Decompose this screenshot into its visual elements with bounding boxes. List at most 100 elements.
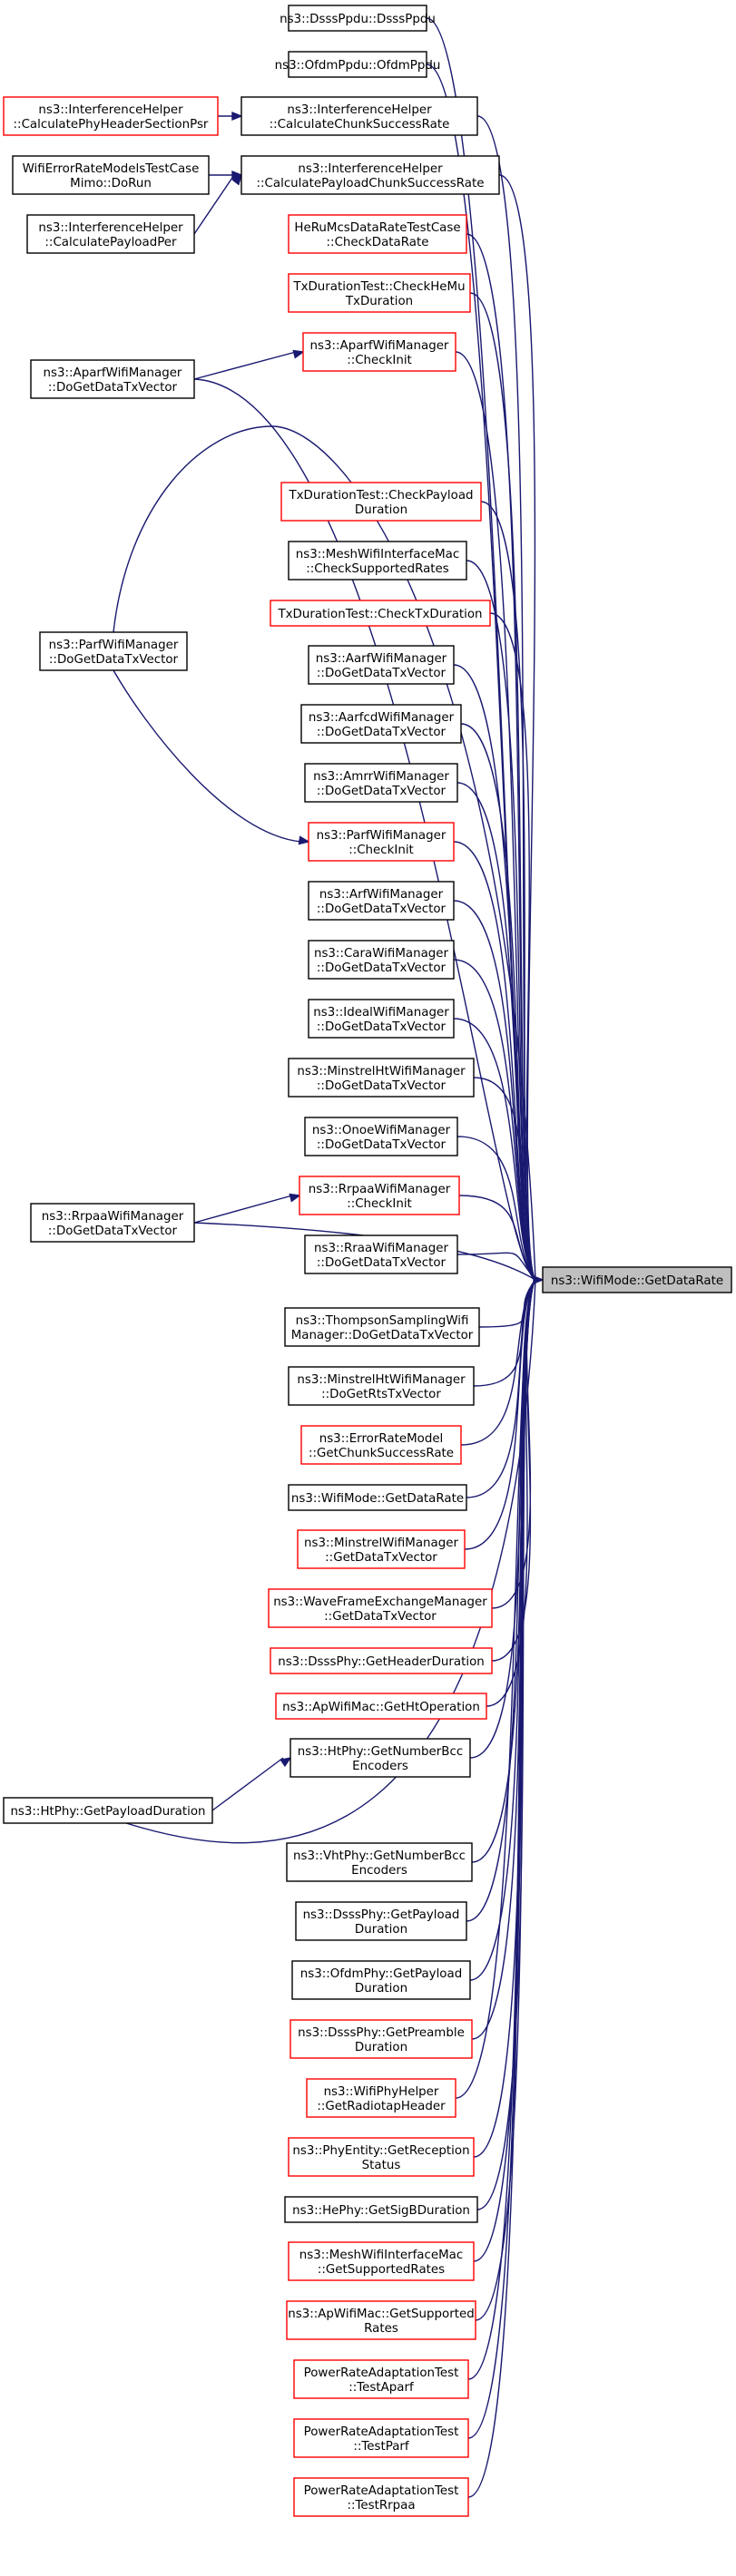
node-label: Duration: [355, 1982, 407, 1995]
node-box: [297, 1529, 466, 1569]
node-hephy-sigb[interactable]: ns3::HePhy::GetSigBDuration: [284, 2196, 478, 2223]
node-box: [300, 1425, 462, 1465]
node-thompson[interactable]: ns3::ThompsonSamplingWifiManager::DoGetD…: [284, 1307, 480, 1347]
node-box: [308, 940, 455, 980]
node-label: ns3::HePhy::GetSigBDuration: [292, 2204, 470, 2218]
node-prat-rrpaa[interactable]: PowerRateAdaptationTest::TestRrpaa: [293, 2477, 469, 2517]
node-label: PowerRateAdaptationTest: [304, 2366, 459, 2380]
node-label: ns3::MinstrelWifiManager: [304, 1537, 458, 1550]
node-label: ns3::DsssPhy::GetPayload: [303, 1908, 460, 1922]
node-label: ::DoGetDataTxVector: [317, 1020, 447, 1034]
node-box: [304, 763, 458, 803]
node-ih-chunk[interactable]: ns3::InterferenceHelper::CalculateChunkS…: [240, 96, 478, 136]
node-ap-htop[interactable]: ns3::ApWifiMac::GetHtOperation: [275, 1693, 487, 1720]
node-dsss-ppdu[interactable]: ns3::DsssPpdu::DsssPpdu: [280, 5, 436, 32]
node-label: ns3::PhyEntity::GetReception: [292, 2144, 469, 2158]
edge-ap_htop: [486, 1279, 536, 1707]
node-label: ::DoGetDataTxVector: [48, 381, 178, 395]
node-aparf-dogetdata[interactable]: ns3::AparfWifiManager::DoGetDataTxVector: [30, 359, 195, 399]
node-label: ::CheckInit: [347, 1197, 412, 1211]
node-onoe-dogetdata[interactable]: ns3::OnoeWifiManager::DoGetDataTxVector: [304, 1117, 458, 1156]
edge-aparf-checkinit-arrow: [292, 349, 305, 359]
node-label: PowerRateAdaptationTest: [304, 2425, 459, 2439]
node-txdur-check[interactable]: TxDurationTest::CheckTxDuration: [270, 600, 491, 627]
node-ofdm-ppdu[interactable]: ns3::OfdmPpdu::OfdmPpdu: [275, 51, 441, 78]
call-edges: [113, 17, 545, 2498]
node-radiotap[interactable]: ns3::WifiPhyHelper::GetRadiotapHeader: [306, 2078, 456, 2118]
node-prat-parf[interactable]: PowerRateAdaptationTest::TestParf: [293, 2418, 469, 2458]
node-mesh-getsupported[interactable]: ns3::MeshWifiInterfaceMac::GetSupportedR…: [288, 2241, 475, 2281]
node-box: [293, 2477, 469, 2517]
node-label: TxDurationTest::CheckHeMu: [292, 280, 465, 294]
node-label: Mimo::DoRun: [70, 177, 152, 190]
node-minstrel-getdata[interactable]: ns3::MinstrelWifiManager::GetDataTxVecto…: [297, 1529, 466, 1569]
node-box: [268, 1588, 493, 1628]
node-ih-payloadper[interactable]: ns3::InterferenceHelper::CalculatePayloa…: [26, 214, 195, 254]
node-rrpaa-dogetdata[interactable]: ns3::RrpaaWifiManager::DoGetDataTxVector: [30, 1203, 195, 1243]
node-box: [286, 1842, 473, 1882]
node-box: [308, 999, 455, 1039]
node-parf-checkinit[interactable]: ns3::ParfWifiManager::CheckInit: [308, 822, 455, 862]
edge-rrpaa-checkinit: [193, 1195, 293, 1224]
node-parf-dogetdata[interactable]: ns3::ParfWifiManager::DoGetDataTxVector: [39, 631, 188, 671]
node-label: ::DoGetDataTxVector: [317, 667, 447, 680]
node-aarfcd-dogetdata[interactable]: ns3::AarfcdWifiManager::DoGetDataTxVecto…: [300, 704, 462, 744]
node-ofdm-payload[interactable]: ns3::OfdmPhy::GetPayloadDuration: [291, 1960, 471, 2000]
edge-txdur_check: [489, 612, 536, 1281]
node-label: ::GetRadiotapHeader: [317, 2100, 446, 2113]
node-box: [542, 1266, 732, 1293]
edge-ih_payload_chunk: [498, 174, 536, 1281]
node-label: ns3::AmrrWifiManager: [313, 770, 449, 784]
node-dsss-header[interactable]: ns3::DsssPhy::GetHeaderDuration: [270, 1647, 493, 1674]
node-label: ns3::OfdmPhy::GetPayload: [300, 1967, 462, 1981]
node-box: [288, 1484, 467, 1511]
node-dsss-payload[interactable]: ns3::DsssPhy::GetPayloadDuration: [295, 1901, 467, 1941]
node-label: ::GetDataTxVector: [325, 1551, 437, 1565]
node-target[interactable]: ns3::WifiMode::GetDataRate: [542, 1266, 732, 1293]
node-label: WifiErrorRateModelsTestCase: [23, 162, 200, 176]
node-ideal-dogetdata[interactable]: ns3::IdealWifiManager::DoGetDataTxVector: [308, 999, 455, 1039]
node-wave-getdata[interactable]: ns3::WaveFrameExchangeManager::GetDataTx…: [268, 1588, 493, 1628]
node-errmodel-chunk[interactable]: ns3::ErrorRateModel::GetChunkSuccessRate: [300, 1425, 462, 1465]
node-herumcs[interactable]: HeRuMcsDataRateTestCase::CheckDataRate: [288, 214, 467, 254]
node-amrr-dogetdata[interactable]: ns3::AmrrWifiManager::DoGetDataTxVector: [304, 763, 458, 803]
node-label: PowerRateAdaptationTest: [304, 2484, 459, 2498]
node-wifimode-getdatarate[interactable]: ns3::WifiMode::GetDataRate: [288, 1484, 467, 1511]
node-label: Status: [362, 2159, 401, 2172]
node-ih-payload-chunk[interactable]: ns3::InterferenceHelper::CalculatePayloa…: [240, 155, 500, 195]
node-label: ns3::WifiMode::GetDataRate: [551, 1274, 723, 1288]
node-minstrelht-rts[interactable]: ns3::MinstrelHtWifiManager::DoGetRtsTxVe…: [288, 1366, 475, 1406]
node-box: [295, 1901, 467, 1941]
node-cara-dogetdata[interactable]: ns3::CaraWifiManager::DoGetDataTxVector: [308, 940, 455, 980]
edge-rraa_dogetdata: [456, 1252, 536, 1281]
edge-dsss_header: [491, 1279, 536, 1662]
node-prat-aparf[interactable]: PowerRateAdaptationTest::TestAparf: [293, 2359, 469, 2399]
node-label: ::DoGetDataTxVector: [317, 903, 447, 916]
node-aparf-checkinit[interactable]: ns3::AparfWifiManager::CheckInit: [302, 332, 456, 372]
node-minstrelht-dogetdata[interactable]: ns3::MinstrelHtWifiManager::DoGetDataTxV…: [288, 1058, 475, 1098]
node-label: ns3::AparfWifiManager: [44, 366, 182, 380]
node-mesh-supported[interactable]: ns3::MeshWifiInterfaceMac::CheckSupporte…: [288, 541, 467, 581]
node-label: ::CalculatePayloadPer: [44, 236, 177, 249]
node-aarf-dogetdata[interactable]: ns3::AarfWifiManager::DoGetDataTxVector: [308, 645, 455, 685]
node-rrpaa-checkinit[interactable]: ns3::RrpaaWifiManager::CheckInit: [299, 1176, 460, 1215]
node-ap-getsupported[interactable]: ns3::ApWifiMac::GetSupportedRates: [286, 2300, 476, 2340]
node-htphy-payload[interactable]: ns3::HtPhy::GetPayloadDuration: [3, 1797, 213, 1824]
node-box: [304, 1234, 458, 1274]
node-label: HeRuMcsDataRateTestCase: [294, 221, 460, 235]
node-label: ::TestParf: [353, 2440, 409, 2454]
node-rraa-dogetdata[interactable]: ns3::RraaWifiManager::DoGetDataTxVector: [304, 1234, 458, 1274]
node-label: TxDurationTest::CheckPayload: [288, 489, 473, 503]
call-nodes: ns3::DsssPpdu::DsssPpduns3::OfdmPpdu::Of…: [3, 5, 732, 2517]
node-arf-dogetdata[interactable]: ns3::ArfWifiManager::DoGetDataTxVector: [308, 881, 455, 921]
edge-prat_rrpaa: [467, 1279, 536, 2498]
node-label: ::GetSupportedRates: [318, 2263, 445, 2277]
node-ih-phyheader[interactable]: ns3::InterferenceHelper::CalculatePhyHea…: [3, 96, 219, 136]
